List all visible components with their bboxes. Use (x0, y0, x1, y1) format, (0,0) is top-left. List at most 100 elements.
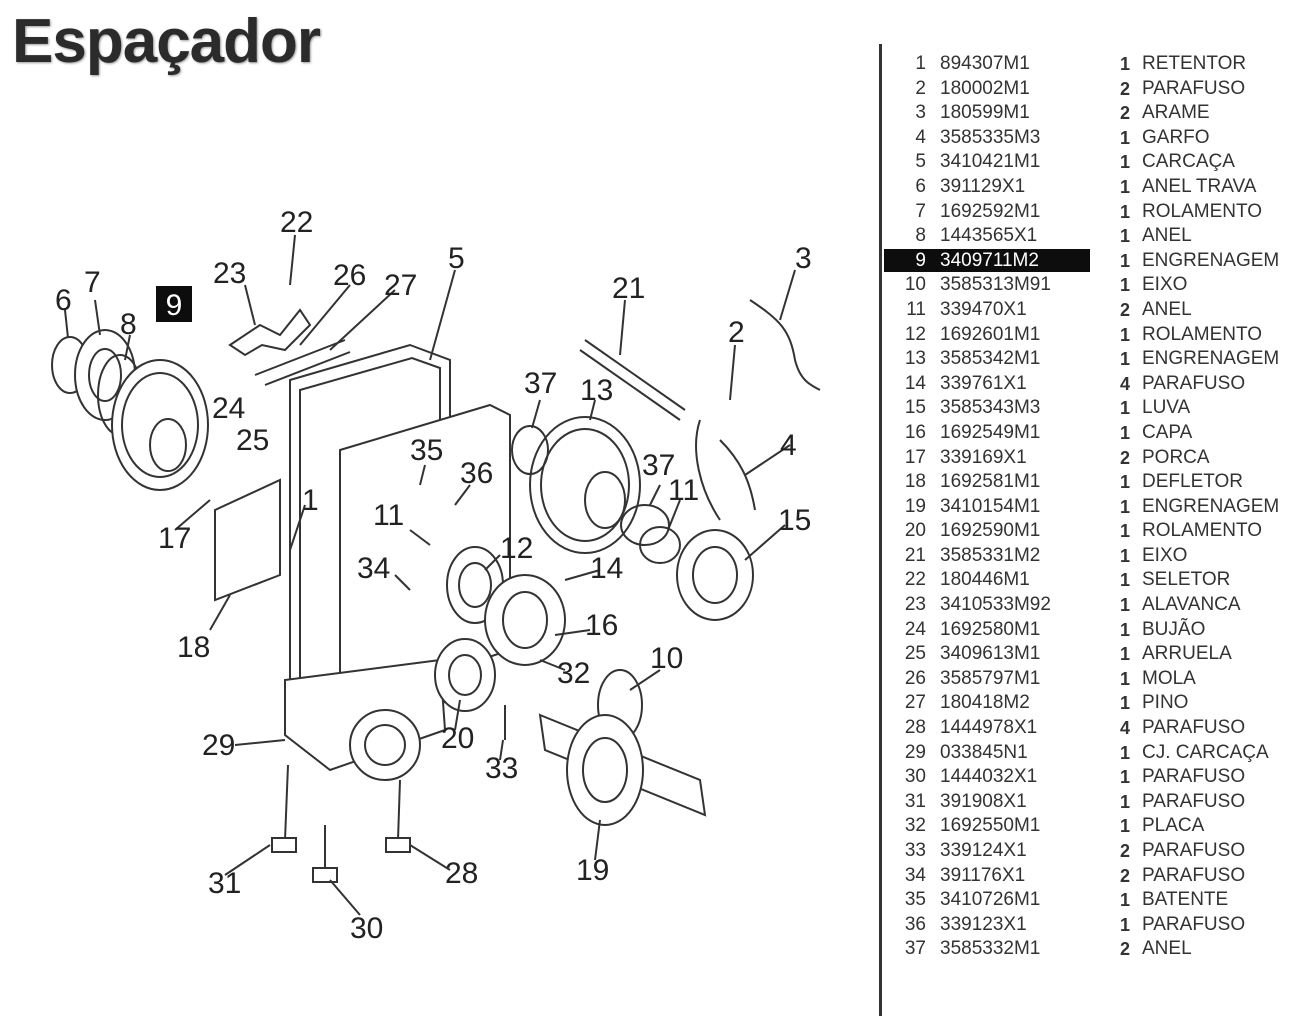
part-quantity: 1 (1120, 152, 1131, 173)
part-code: 339470X1 (940, 298, 1027, 320)
part-quantity: 1 (1120, 890, 1131, 911)
part-number: 12 (904, 323, 926, 345)
part-code: 3409613M1 (940, 643, 1041, 665)
callout-22: 22 (280, 206, 313, 239)
callout-34: 34 (357, 552, 390, 585)
part-number: 26 (904, 667, 926, 689)
part-description: CAPA (1142, 421, 1193, 443)
part-quantity: 1 (1120, 619, 1131, 640)
part-quantity: 1 (1120, 250, 1131, 271)
part-quantity: 1 (1120, 668, 1131, 689)
part-description: ROLAMENTO (1142, 520, 1263, 542)
part-quantity: 1 (1120, 127, 1131, 148)
part-description: ARAME (1142, 102, 1210, 124)
part-quantity: 1 (1120, 226, 1131, 247)
part-number: 34 (904, 864, 926, 886)
part-number: 37 (904, 938, 926, 960)
part-description: ANEL (1142, 298, 1192, 320)
callout-28: 28 (445, 857, 478, 890)
part-number: 17 (904, 446, 926, 468)
part-number: 23 (904, 594, 926, 616)
part-description: DEFLETOR (1142, 471, 1244, 493)
part-quantity: 1 (1120, 275, 1131, 296)
part-description: CARCAÇA (1142, 151, 1235, 173)
part-quantity: 1 (1120, 496, 1131, 517)
callout-24: 24 (212, 392, 245, 425)
part-quantity: 1 (1120, 422, 1131, 443)
callout-12: 12 (500, 532, 533, 565)
part-quantity: 1 (1120, 349, 1131, 370)
part-quantity: 2 (1120, 447, 1131, 468)
part-number: 15 (904, 397, 926, 419)
part-quantity: 2 (1120, 299, 1131, 320)
part-code: 3409711M2 (940, 249, 1039, 271)
part-quantity: 1 (1120, 201, 1131, 222)
callout-32: 32 (557, 657, 590, 690)
callout-20: 20 (441, 722, 474, 755)
callout-11a: 11 (373, 499, 404, 532)
part-description: PARAFUSO (1142, 913, 1246, 935)
part-quantity: 1 (1120, 570, 1131, 591)
part-description: ROLAMENTO (1142, 323, 1263, 345)
part-code: 391908X1 (940, 790, 1027, 812)
part-quantity: 4 (1120, 373, 1131, 394)
part-code: 180418M2 (940, 692, 1030, 714)
part-quantity: 4 (1120, 718, 1131, 739)
part-number: 5 (915, 151, 926, 173)
part-number: 7 (915, 200, 926, 222)
part-number: 36 (904, 913, 926, 935)
part-description: ANEL (1142, 225, 1192, 247)
callout-37b: 37 (642, 449, 675, 482)
part-code: 3585332M1 (940, 938, 1041, 960)
part-code: 3585343M3 (940, 397, 1041, 419)
callout-18: 18 (177, 631, 210, 664)
part-description: PARAFUSO (1142, 77, 1246, 99)
part-quantity: 1 (1120, 521, 1131, 542)
part-description: PLACA (1142, 815, 1205, 837)
part-number: 9 (915, 249, 926, 271)
part-code: 1444978X1 (940, 717, 1038, 739)
part-quantity: 2 (1120, 865, 1131, 886)
part-code: 033845N1 (940, 741, 1028, 763)
part-number: 24 (904, 618, 926, 640)
part-description: PORCA (1142, 446, 1210, 468)
part-description: SELETOR (1142, 569, 1231, 591)
part-code: 339761X1 (940, 372, 1027, 394)
part-number: 32 (904, 815, 926, 837)
part-code: 894307M1 (940, 53, 1030, 74)
part-code: 1692601M1 (940, 323, 1041, 345)
part-code: 1692590M1 (940, 520, 1041, 542)
callout-31: 31 (208, 867, 241, 900)
part-description: EIXO (1142, 544, 1188, 566)
part-code: 3410154M1 (940, 495, 1041, 517)
part-number: 19 (904, 495, 926, 517)
callout-1: 1 (302, 484, 319, 517)
part-quantity: 1 (1120, 176, 1131, 197)
part-number: 30 (904, 766, 926, 788)
callout-9-highlighted: 9 (166, 289, 183, 322)
part-quantity: 1 (1120, 545, 1131, 566)
callout-33: 33 (485, 752, 518, 785)
part-quantity: 2 (1120, 939, 1131, 960)
callout-27: 27 (384, 269, 417, 302)
part-code: 3585313M91 (940, 274, 1051, 296)
